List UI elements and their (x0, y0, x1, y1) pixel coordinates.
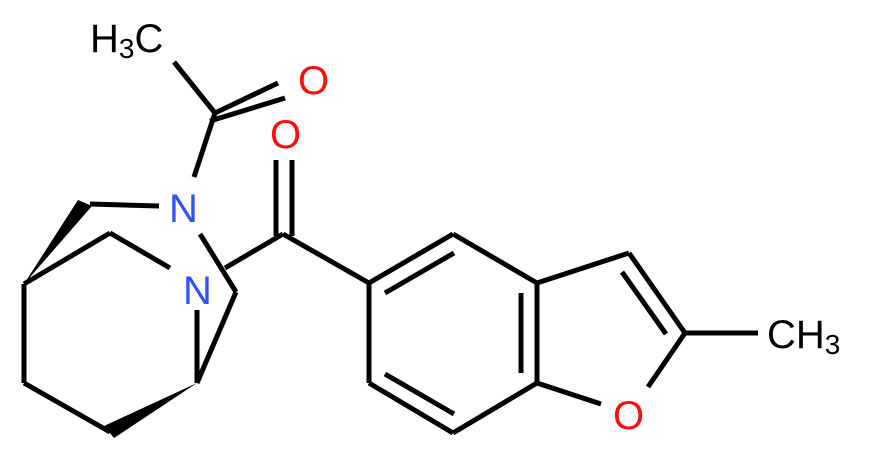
wedge-bond-upper (24, 200, 92, 284)
bond-ar-2 (451, 231, 539, 286)
label-nitrogen-2: N (183, 269, 212, 313)
bond-c1-ch2b (22, 230, 112, 287)
bond-ar-5 (367, 380, 455, 436)
bond-acetyl-n1 (191, 112, 218, 178)
label-acetyl-oxygen: O (298, 59, 329, 103)
label-methyl-top: H3C (90, 17, 163, 64)
bond-ar-1 (367, 231, 455, 286)
wedge-bond-lower (104, 383, 197, 438)
bond-ar-1-inner (383, 250, 456, 296)
bond-n2-carbonyl (223, 231, 285, 271)
bond-fu-4 (536, 380, 602, 407)
label-carbonyl-oxygen: O (270, 113, 301, 157)
bond-ar-4 (451, 380, 539, 436)
bond-fu-1 (536, 250, 630, 286)
bond-ar-5-inner (383, 371, 456, 417)
bond-ch2b-n2 (108, 230, 172, 271)
bond-acetyl-co-inner (209, 95, 286, 124)
label-nitrogen-1: N (169, 187, 198, 231)
bond-fu-2 (626, 251, 688, 335)
bond-carbonyl-aryl (281, 231, 371, 286)
label-methyl-right: CH3 (767, 313, 840, 360)
bond-ch2c-c5 (194, 291, 239, 384)
label-furan-oxygen: O (613, 394, 644, 438)
bond-fu-2-inner (619, 270, 669, 336)
bond-n1-ch2c (197, 232, 239, 294)
bond-c2-c3 (22, 380, 112, 435)
bond-fu-3 (645, 331, 688, 389)
bond-methyl-acetyl (172, 60, 217, 115)
bond-n1-ch2 (89, 201, 160, 209)
bond-acetyl-co-outer (213, 80, 280, 116)
